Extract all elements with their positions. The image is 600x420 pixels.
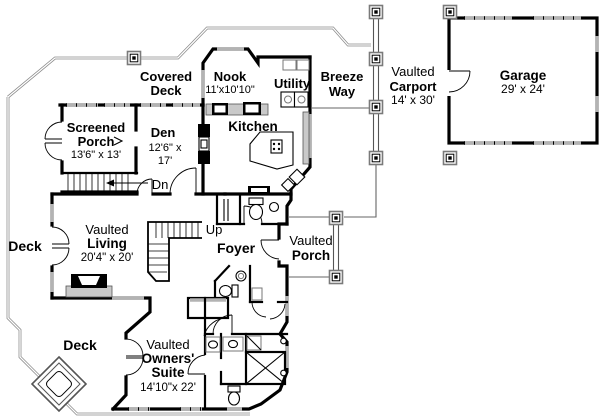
screened-porch-dimensions: 13'6" x 13'	[71, 149, 121, 161]
nook-label: Nook	[214, 69, 247, 84]
stairs-down-label: Dn	[152, 177, 169, 192]
nook-dimensions: 11'x10'10"	[205, 84, 255, 96]
windows	[50, 47, 312, 411]
column-post-icon	[442, 150, 458, 166]
den-label: Den	[151, 125, 176, 140]
garage-label: Garage	[500, 68, 547, 83]
column-post-icon	[442, 4, 458, 20]
toilet-icon	[227, 385, 241, 406]
owners-suite-label-2: Suite	[151, 365, 184, 380]
sink-icon	[207, 340, 219, 349]
deck-left-label: Deck	[8, 238, 42, 254]
shelf-icon	[296, 59, 310, 71]
screened-porch-label: Screened	[67, 120, 126, 135]
owners-suite-qualifier: Vaulted	[146, 337, 189, 352]
carport-structure	[312, 16, 380, 218]
living-dimensions: 20'4" x 20'	[81, 252, 134, 264]
entry-porch-label: Porch	[292, 248, 330, 263]
living-qualifier: Vaulted	[85, 222, 128, 237]
covered-deck-label-2: Deck	[150, 83, 182, 98]
spa-icon	[30, 355, 88, 413]
column-post-icon	[328, 210, 344, 226]
living-label: Living	[87, 236, 127, 251]
screened-porch-label-2: Porch	[78, 134, 115, 149]
stairs-up-label: Up	[206, 222, 223, 237]
garage-door-icon	[446, 70, 471, 96]
shelf-icon	[251, 287, 263, 301]
entry-porch-structure	[289, 216, 340, 278]
room-breezeway: Breeze Way	[321, 69, 364, 99]
room-labels: Covered Deck Nook 11'x10'10" Utility Bre…	[8, 64, 546, 394]
toilet-icon	[218, 284, 239, 298]
breezeway-label: Breeze	[321, 69, 364, 84]
deck-lower-label: Deck	[63, 337, 97, 353]
deck-outline	[6, 26, 371, 416]
carport-dimensions: 14' x 30'	[391, 93, 435, 107]
room-nook: Nook 11'x10'10"	[205, 69, 255, 96]
foyer-label: Foyer	[217, 240, 256, 256]
carport-qualifier: Vaulted	[391, 64, 434, 79]
kitchen-island	[249, 131, 294, 170]
column-post-icon	[368, 4, 384, 20]
garage-dimensions: 29' x 24'	[501, 82, 545, 96]
den-builtin-icon	[198, 124, 210, 164]
porthole-window-icon	[280, 337, 287, 345]
room-den: Den 12'6" x 17'	[149, 125, 182, 167]
covered-deck-label: Covered	[140, 69, 192, 84]
bath-fixtures	[205, 197, 287, 406]
column-post-icon	[368, 150, 384, 166]
room-screened-porch: Screened Porch 13'6" x 13'	[67, 120, 126, 161]
interior-walls	[186, 194, 289, 411]
toilet-icon	[248, 197, 264, 221]
breezeway-label-2: Way	[329, 84, 356, 99]
column-post-icon	[328, 269, 344, 285]
column-post-icon	[368, 51, 384, 67]
owners-suite-dimensions: 14'10"x 22'	[140, 382, 196, 394]
stair-direction-arrow	[106, 179, 148, 187]
room-entry-porch: Vaulted Porch	[289, 233, 332, 263]
den-dimensions-2: 17'	[158, 155, 172, 167]
entry-porch-qualifier: Vaulted	[289, 233, 332, 248]
kitchen-label: Kitchen	[228, 119, 278, 134]
den-dimensions: 12'6" x	[149, 142, 182, 154]
utility-fixtures	[280, 59, 310, 108]
room-garage: Garage 29' x 24'	[500, 68, 547, 96]
shower-icon	[244, 350, 287, 386]
garage-structure	[446, 16, 599, 145]
porthole-window-icon	[280, 369, 287, 377]
carport-label: Carport	[390, 79, 438, 94]
shelf-icon	[282, 59, 297, 71]
utility-label: Utility	[274, 76, 311, 91]
sink-icon	[227, 339, 239, 349]
column-post-icon	[368, 99, 384, 115]
kitchen-sink-icon	[280, 168, 306, 193]
room-living: Vaulted Living 20'4" x 20'	[81, 222, 134, 264]
room-carport: Vaulted Carport 14' x 30'	[390, 64, 438, 107]
room-owners-suite: Vaulted Owners' Suite 14'10"x 22'	[140, 337, 196, 394]
kitchen-fixtures	[205, 102, 310, 194]
fireplace-icon	[65, 274, 113, 298]
sink-icon	[268, 201, 280, 213]
room-covered-deck: Covered Deck	[140, 69, 192, 98]
staircase-down	[67, 173, 148, 192]
column-post-icon	[126, 50, 142, 66]
staircase-up	[147, 221, 202, 282]
owners-suite-label: Owners'	[142, 351, 195, 366]
